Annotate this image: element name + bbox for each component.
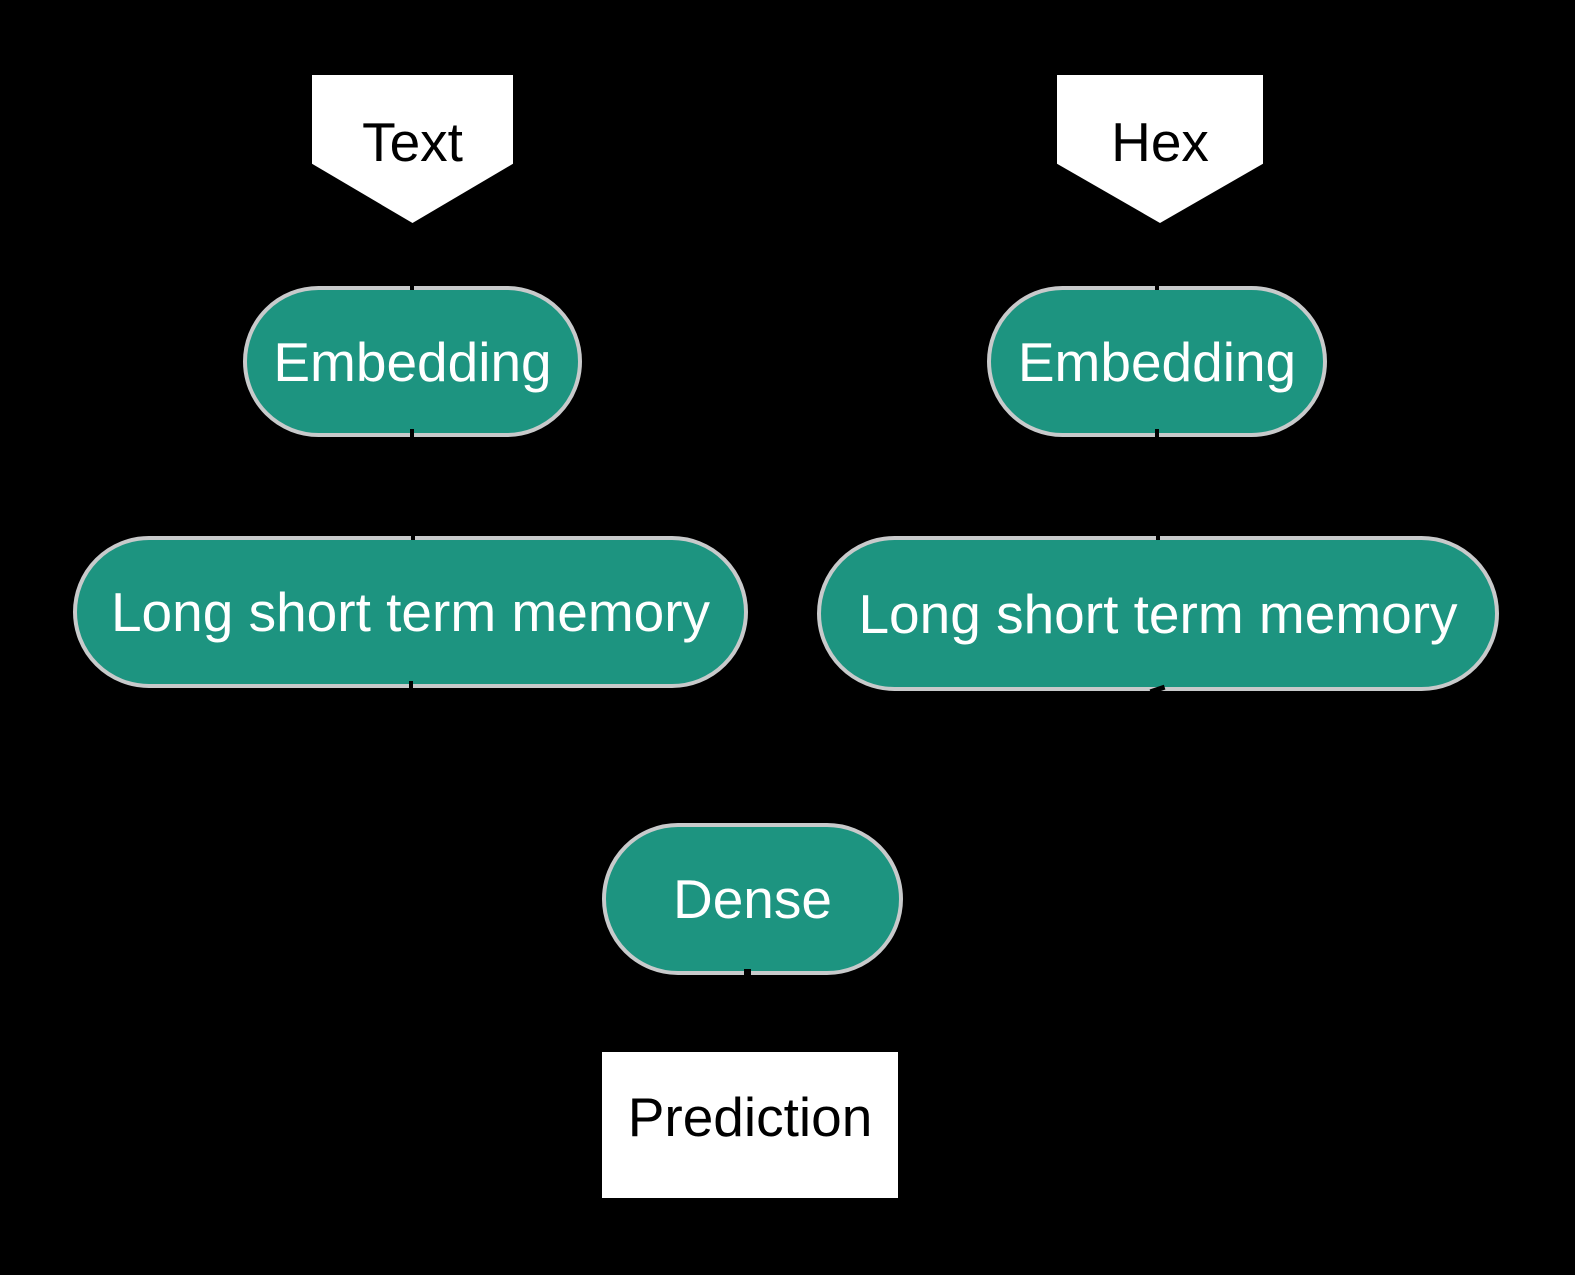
edge-arrow-remnant <box>1156 531 1160 540</box>
embedding-layer-node-hex-branch: Embedding <box>987 286 1327 437</box>
edge-arrow-remnant <box>1155 429 1159 438</box>
dense-layer-node: Dense <box>602 823 903 975</box>
input-node-text-label: Text <box>362 111 463 173</box>
lstm-layer-label: Long short term memory <box>110 581 711 643</box>
edge-arrow-remnant <box>411 531 415 540</box>
lstm-layer-node-hex-branch: Long short term memory <box>817 536 1499 691</box>
input-node-hex-label: Hex <box>1111 111 1209 173</box>
input-node-text: Text <box>312 75 513 223</box>
edge-arrow-remnant <box>744 969 751 977</box>
edge-arrow-remnant <box>409 681 413 690</box>
embedding-layer-label: Embedding <box>273 330 552 393</box>
input-node-hex: Hex <box>1057 75 1263 223</box>
edge-arrow-remnant <box>410 429 414 438</box>
output-node-prediction-label: Prediction <box>627 1086 873 1148</box>
embedding-layer-node-text-branch: Embedding <box>243 286 582 437</box>
output-node-prediction: Prediction <box>602 1052 898 1198</box>
embedding-layer-label: Embedding <box>1017 330 1297 393</box>
lstm-layer-label: Long short term memory <box>858 582 1458 645</box>
edge-arrow-remnant <box>410 281 414 290</box>
lstm-layer-node-text-branch: Long short term memory <box>73 536 748 688</box>
dense-layer-label: Dense <box>673 868 832 930</box>
edge-arrow-remnant <box>1155 281 1159 290</box>
